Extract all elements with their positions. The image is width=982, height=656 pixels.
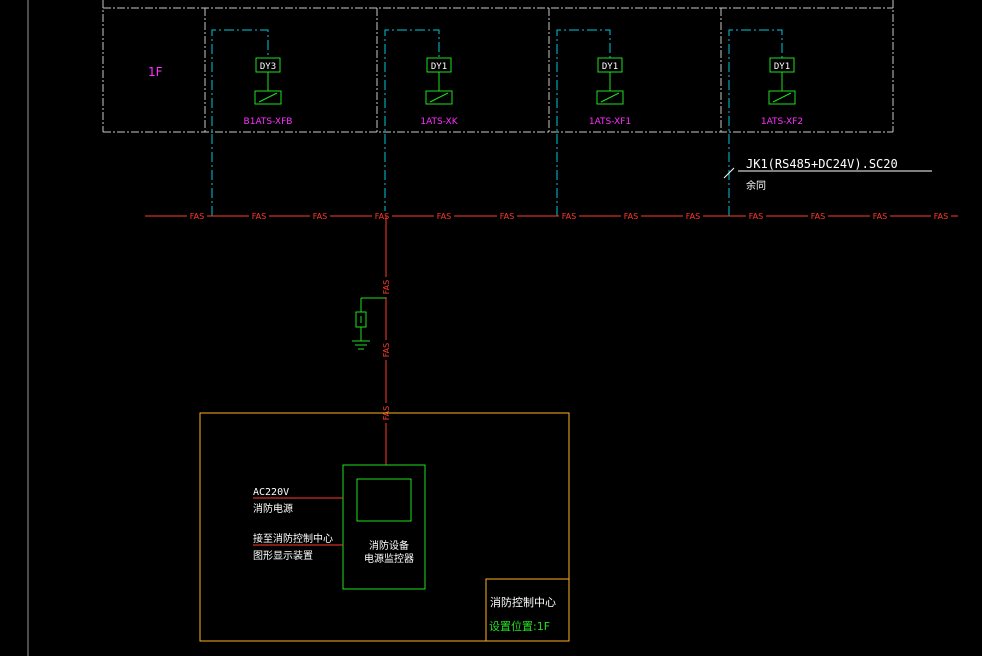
cable-spec-text: JK1(RS485+DC24V).SC20 — [746, 157, 898, 171]
module-code-label: DY1 — [431, 62, 447, 72]
surge-protector-ground — [352, 297, 386, 350]
fas-trunk-label: FAS — [382, 280, 391, 294]
bus-label-mask — [683, 211, 703, 221]
bus-label-mask — [497, 211, 517, 221]
bus-label-mask — [621, 211, 641, 221]
bus-label-mask — [559, 211, 579, 221]
ats-symbol-slash — [772, 92, 792, 103]
fas-trunk-label: FAS — [382, 343, 391, 357]
floor-label: 1F — [148, 65, 163, 79]
fas-bus-label: FAS — [375, 212, 389, 221]
module-code-label: DY1 — [602, 62, 618, 72]
bus-label-mask — [310, 211, 330, 221]
cable-annotation: JK1(RS485+DC24V).SC20 余同 — [723, 157, 932, 192]
device-label-line-1: 消防设备 — [369, 539, 409, 552]
ats-name-label: 1ATS-XK — [420, 117, 458, 127]
bus-label-mask — [870, 211, 890, 221]
ats-symbol-slash — [258, 92, 278, 103]
bus-label-mask — [372, 211, 392, 221]
fas-bus-label: FAS — [437, 212, 451, 221]
power-monitor-device — [342, 464, 426, 590]
trunk-label-mask — [381, 340, 391, 360]
module-code-label: DY3 — [260, 62, 276, 72]
ats-symbol-slash — [429, 92, 449, 103]
trunk-label-mask — [381, 277, 391, 297]
bus-label-mask — [249, 211, 269, 221]
ats-symbol-slash — [600, 92, 620, 103]
link-label-line-2: 图形显示装置 — [253, 549, 313, 562]
fas-bus-label: FAS — [934, 212, 948, 221]
device-label-line-2: 电源监控器 — [364, 552, 414, 565]
fas-bus-labels: FAS FAS FAS FAS FAS FAS FAS FAS FAS FAS FAS FAS FAS — [187, 211, 951, 221]
ats-name-label: 1ATS-XF2 — [761, 117, 803, 127]
fas-bus-label: FAS — [624, 212, 638, 221]
room-location: 设置位置:1F — [489, 619, 550, 633]
ats-symbol-box — [768, 90, 796, 105]
bus-label-mask — [434, 211, 454, 221]
cable-note-text: 余同 — [746, 179, 766, 192]
module-code-label: DY1 — [774, 62, 790, 72]
ac-label-line-1: AC220V — [253, 487, 289, 498]
ats-name-label: B1ATS-XFB — [244, 117, 293, 127]
signal-riser-line — [384, 29, 440, 216]
ats-symbol-box — [425, 90, 453, 105]
signal-riser-line — [211, 29, 269, 216]
fas-bus-label: FAS — [873, 212, 887, 221]
fas-bus-label: FAS — [500, 212, 514, 221]
signal-riser-line — [728, 29, 783, 216]
room-title-block — [485, 578, 570, 642]
bus-label-mask — [746, 211, 766, 221]
bus-label-mask — [931, 211, 951, 221]
fire-control-room-frame — [199, 412, 570, 642]
module-group: DY1 1ATS-XF1 — [556, 29, 631, 216]
power-monitor-screen — [356, 478, 412, 522]
fas-bus-label: FAS — [190, 212, 204, 221]
fas-bus-label: FAS — [252, 212, 266, 221]
bus-label-mask — [808, 211, 828, 221]
ats-name-label: 1ATS-XF1 — [589, 117, 631, 127]
module-group: DY1 1ATS-XF2 — [728, 29, 803, 216]
fas-bus-label: FAS — [562, 212, 576, 221]
ac-label-line-2: 消防电源 — [253, 502, 293, 515]
link-label-line-1: 接至消防控制中心 — [253, 532, 333, 545]
signal-riser-line — [556, 29, 611, 216]
fas-bus-label: FAS — [313, 212, 327, 221]
ats-symbol-box — [596, 90, 624, 105]
fas-bus-label: FAS — [686, 212, 700, 221]
bus-label-mask — [187, 211, 207, 221]
ats-symbol-box — [254, 90, 282, 105]
floor-zone-1f — [102, 0, 894, 133]
module-group: DY1 1ATS-XK — [384, 29, 459, 216]
fas-bus-label: FAS — [811, 212, 825, 221]
fas-bus-label: FAS — [749, 212, 763, 221]
room-title: 消防控制中心 — [490, 595, 556, 609]
